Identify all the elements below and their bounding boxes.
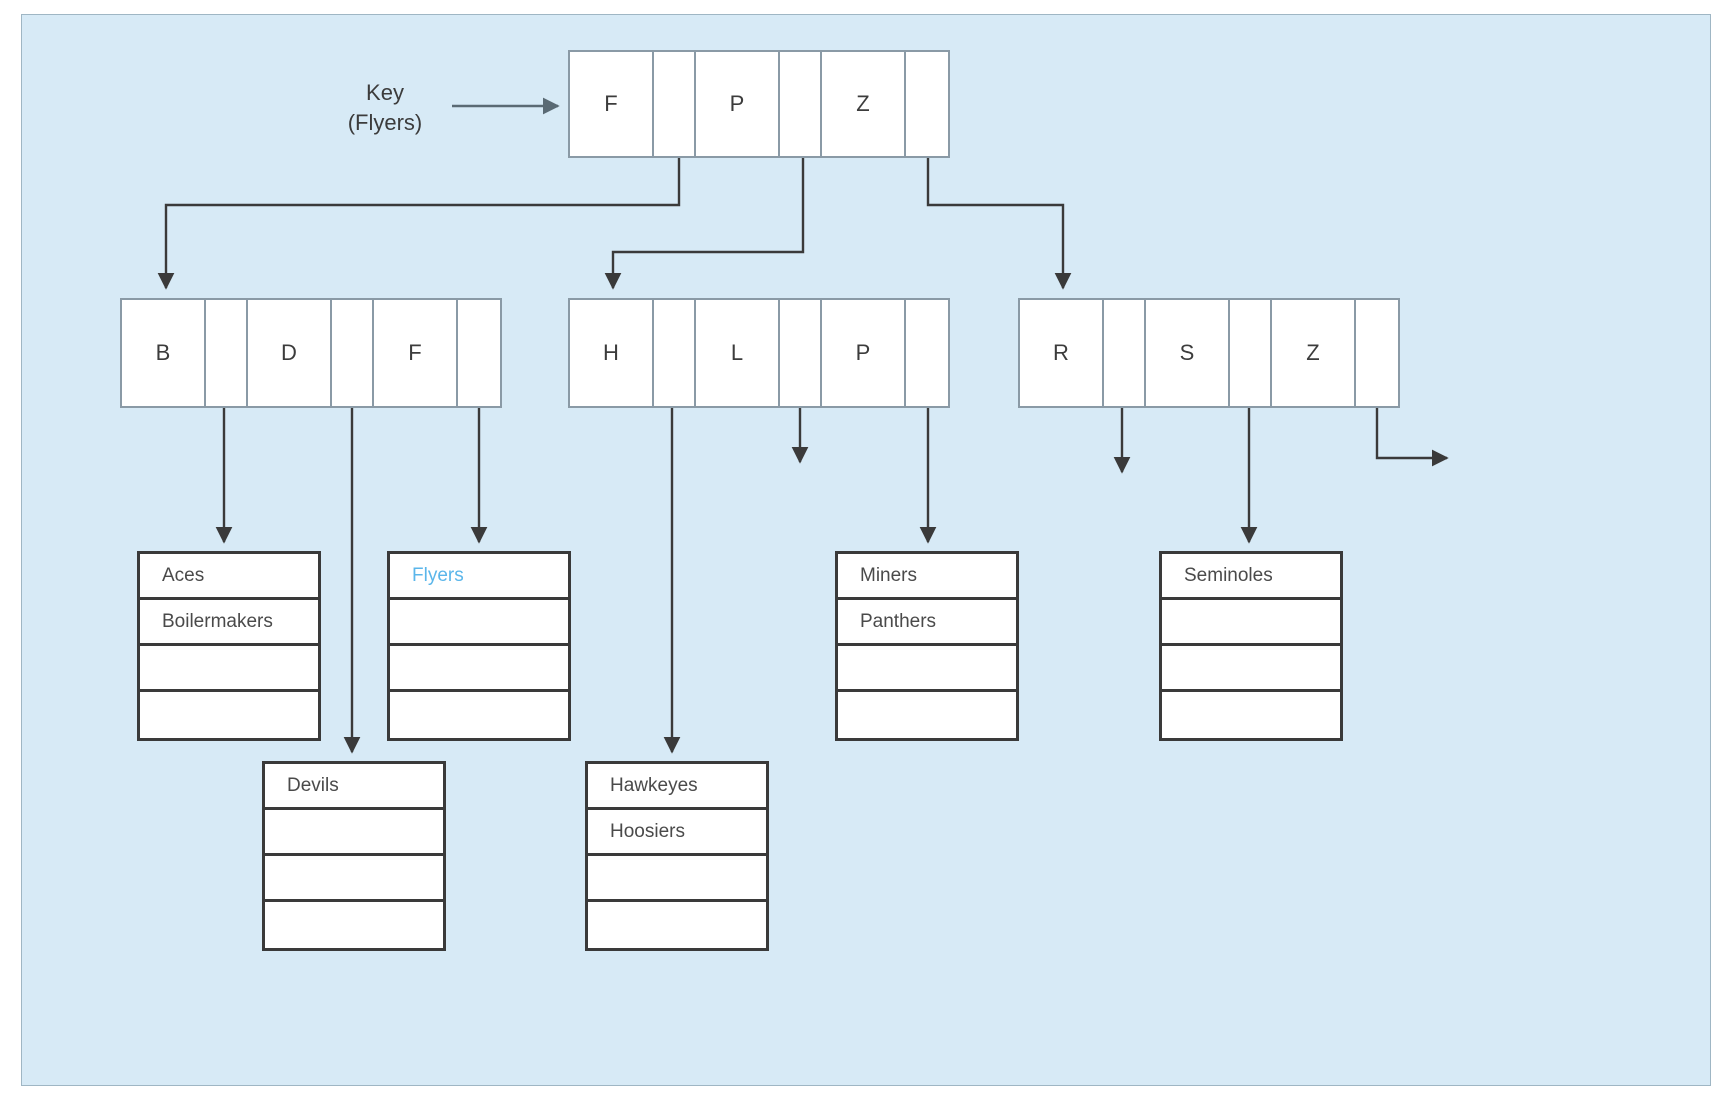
- index-node-rsz-key-cell-4[interactable]: Z: [1272, 300, 1356, 406]
- index-node-bdf-key-cell-0[interactable]: B: [122, 300, 206, 406]
- leaf-block-seminoles-row-2: [1162, 646, 1340, 692]
- leaf-block-seminoles-row-0: Seminoles: [1162, 554, 1340, 600]
- leaf-block-hawkeyes-row-0: Hawkeyes: [588, 764, 766, 810]
- index-node-bdf-pointer-cell-3[interactable]: [332, 300, 374, 406]
- key-label-line1: Key: [366, 80, 404, 105]
- leaf-block-devils-row-3: [265, 902, 443, 948]
- index-node-rsz-key-cell-2[interactable]: S: [1146, 300, 1230, 406]
- leaf-block-hawkeyes-row-2: [588, 856, 766, 902]
- root-pointer-cell-3[interactable]: [780, 52, 822, 156]
- index-node-hlp-key-cell-2[interactable]: L: [696, 300, 780, 406]
- index-node-bdf-pointer-cell-5[interactable]: [458, 300, 500, 406]
- index-node-hlp-pointer-cell-3[interactable]: [780, 300, 822, 406]
- leaf-block-miners-row-1: Panthers: [838, 600, 1016, 646]
- key-label-line2: (Flyers): [347, 109, 423, 135]
- leaf-block-miners-row-2: [838, 646, 1016, 692]
- root-key-cell-2[interactable]: P: [696, 52, 780, 156]
- leaf-block-flyers-row-2: [390, 646, 568, 692]
- leaf-block-seminoles-row-1: [1162, 600, 1340, 646]
- leaf-block-flyers[interactable]: Flyers: [387, 551, 571, 741]
- leaf-block-aces-row-3: [140, 692, 318, 738]
- root-key-cell-0[interactable]: F: [570, 52, 654, 156]
- leaf-block-seminoles-row-3: [1162, 692, 1340, 738]
- index-node-rsz-pointer-cell-5[interactable]: [1356, 300, 1398, 406]
- index-node-hlp-key-cell-0[interactable]: H: [570, 300, 654, 406]
- leaf-block-aces-row-2: [140, 646, 318, 692]
- index-node-bdf-key-cell-2[interactable]: D: [248, 300, 332, 406]
- leaf-block-flyers-row-1: [390, 600, 568, 646]
- root-pointer-cell-5[interactable]: [906, 52, 948, 156]
- leaf-block-flyers-row-3: [390, 692, 568, 738]
- leaf-block-miners-row-3: [838, 692, 1016, 738]
- leaf-block-aces-row-0: Aces: [140, 554, 318, 600]
- index-node-bdf-pointer-cell-1[interactable]: [206, 300, 248, 406]
- root-key-cell-4[interactable]: Z: [822, 52, 906, 156]
- leaf-block-aces-row-1: Boilermakers: [140, 600, 318, 646]
- leaf-block-hawkeyes-row-3: [588, 902, 766, 948]
- leaf-block-miners-row-0: Miners: [838, 554, 1016, 600]
- leaf-block-seminoles[interactable]: Seminoles: [1159, 551, 1343, 741]
- leaf-block-devils-row-2: [265, 856, 443, 902]
- index-node-rsz-pointer-cell-3[interactable]: [1230, 300, 1272, 406]
- index-node-rsz-key-cell-0[interactable]: R: [1020, 300, 1104, 406]
- leaf-block-hawkeyes-row-1: Hoosiers: [588, 810, 766, 856]
- leaf-block-devils-row-0: Devils: [265, 764, 443, 810]
- leaf-block-devils[interactable]: Devils: [262, 761, 446, 951]
- leaf-block-flyers-row-0: Flyers: [390, 554, 568, 600]
- index-node-bdf-key-cell-4[interactable]: F: [374, 300, 458, 406]
- index-node-rsz-pointer-cell-1[interactable]: [1104, 300, 1146, 406]
- key-label: Key (Flyers): [315, 78, 455, 137]
- index-node-hlp-pointer-cell-1[interactable]: [654, 300, 696, 406]
- root-pointer-cell-1[interactable]: [654, 52, 696, 156]
- index-node-hlp-pointer-cell-5[interactable]: [906, 300, 948, 406]
- leaf-block-devils-row-1: [265, 810, 443, 856]
- index-node-hlp-key-cell-4[interactable]: P: [822, 300, 906, 406]
